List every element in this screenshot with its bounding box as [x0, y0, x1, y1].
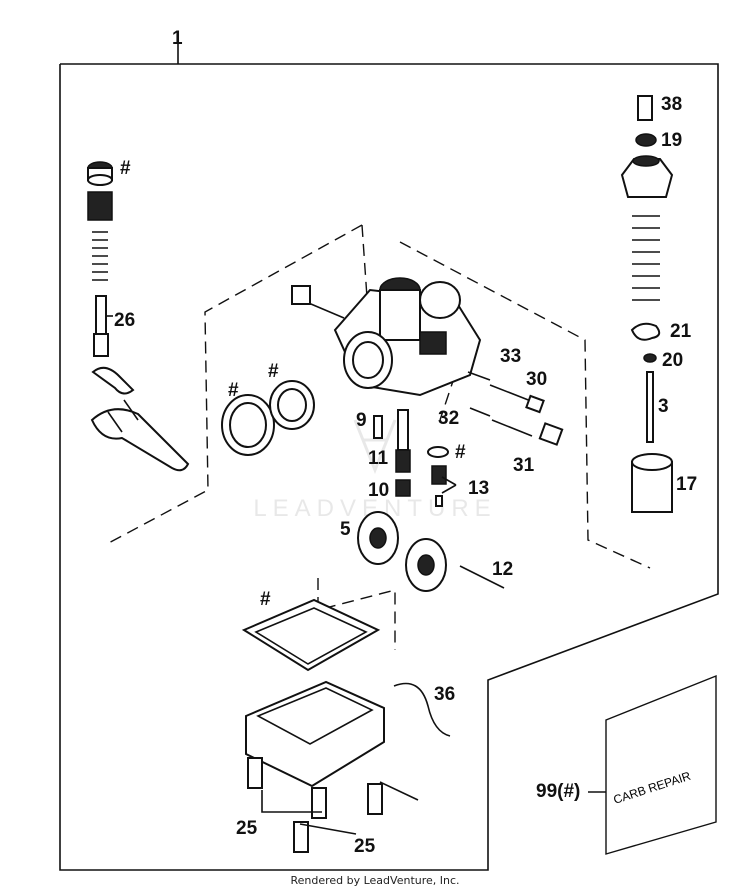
seal-rings: [221, 380, 315, 456]
label-hash-ring-a: #: [228, 380, 239, 401]
assembly-number: 1: [172, 28, 183, 49]
label-12: 12: [492, 559, 513, 580]
label-17: 17: [676, 474, 697, 495]
label-26: 26: [114, 310, 135, 331]
label-hash-top-left: #: [120, 158, 131, 179]
label-38: 38: [661, 94, 682, 115]
label-21: 21: [670, 321, 692, 342]
rendered-by-footer: Rendered by LeadVenture, Inc.: [290, 874, 460, 887]
label-10: 10: [368, 480, 389, 501]
label-5: 5: [340, 519, 351, 540]
label-hash-oring: #: [455, 442, 466, 463]
float-bowl-assembly: [241, 598, 451, 853]
label-32: 32: [438, 408, 459, 429]
label-9: 9: [356, 410, 367, 431]
label-19: 19: [661, 130, 682, 151]
label-33: 33: [500, 346, 521, 367]
repair-kit-bag: CARB REPAIR: [605, 674, 717, 855]
label-36: 36: [434, 684, 455, 705]
label-13: 13: [468, 478, 489, 499]
carburetor-body: [291, 277, 482, 397]
throttle-stop-assembly: [87, 161, 190, 472]
label-31: 31: [513, 455, 535, 476]
float-assembly: [357, 511, 505, 592]
label-30: 30: [526, 369, 547, 390]
label-hash-gasket: #: [260, 589, 271, 610]
label-25-upper: 25: [236, 818, 258, 839]
label-hash-ring-b: #: [268, 361, 279, 382]
label-11: 11: [368, 448, 389, 469]
label-25-lower: 25: [354, 836, 376, 857]
assembly-frame: [59, 44, 719, 871]
slide-assembly: [620, 95, 674, 513]
label-99: 99(#): [536, 781, 580, 802]
label-3: 3: [658, 396, 669, 417]
screws-and-jets: [373, 371, 564, 507]
label-20: 20: [662, 350, 683, 371]
part-labels: 1 # 26 # # 38 19 21 20 3 17 33 30 32 31 …: [114, 28, 697, 857]
